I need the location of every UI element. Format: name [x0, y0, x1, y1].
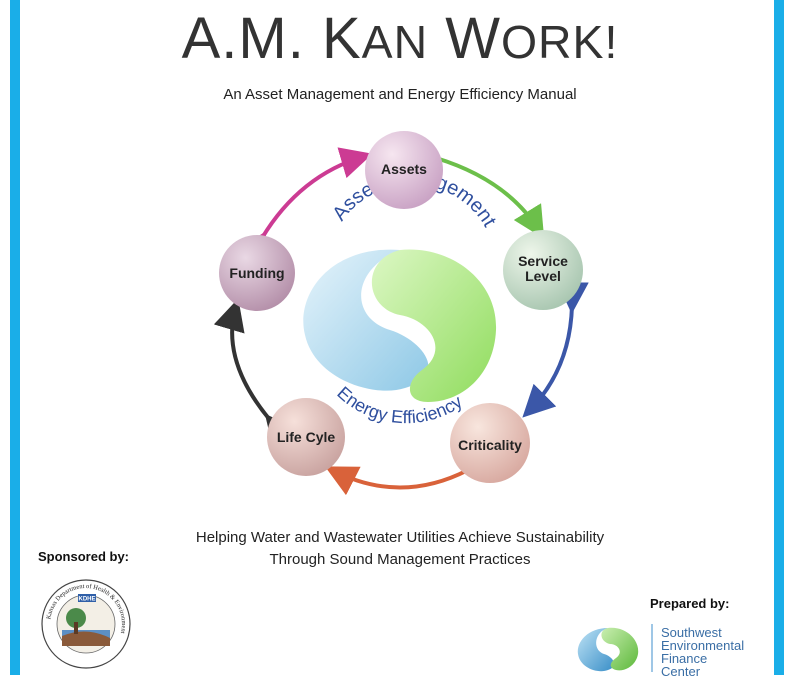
kdhe-logo: KDHE Kansas Department of Health & Envir…	[41, 579, 131, 669]
node-criticality-label: Criticality	[458, 437, 522, 453]
arrow-life-cycle-funding	[213, 298, 298, 449]
node-criticality: Criticality	[450, 403, 530, 483]
arrow-funding-assets	[235, 147, 373, 267]
left-border	[10, 0, 20, 675]
asset-management-cycle-diagram: Asset Management Energy Efficiency Asset…	[213, 131, 589, 496]
swefc-name: Southwest Environmental Finance Center	[661, 625, 745, 679]
node-life-cycle-label: Life Cyle	[277, 429, 336, 445]
document-title: A.M. KAN WORK!	[181, 6, 619, 71]
arrow-assets-service-level	[408, 135, 545, 239]
tagline-line-1: Helping Water and Wastewater Utilities A…	[195, 529, 605, 546]
right-border	[774, 0, 784, 675]
node-funding-label: Funding	[229, 265, 284, 281]
node-assets-label: Assets	[381, 161, 427, 177]
arrow-service-level-criticality	[522, 281, 589, 418]
svg-text:KDHE: KDHE	[78, 597, 95, 603]
swirl-emblem	[303, 249, 497, 402]
node-funding: Funding	[219, 235, 295, 311]
swefc-divider	[651, 624, 653, 672]
node-assets: Assets	[365, 131, 443, 209]
prepared-by-label: Prepared by:	[650, 596, 730, 611]
document-subtitle: An Asset Management and Energy Efficienc…	[223, 86, 577, 103]
swefc-logo-icon	[577, 627, 639, 672]
arrow-criticality-life-cycle	[324, 444, 497, 496]
sponsored-by-label: Sponsored by:	[38, 549, 130, 564]
node-life-cycle: Life Cyle	[267, 398, 345, 476]
tagline-line-2: Through Sound Management Practices	[269, 551, 531, 568]
